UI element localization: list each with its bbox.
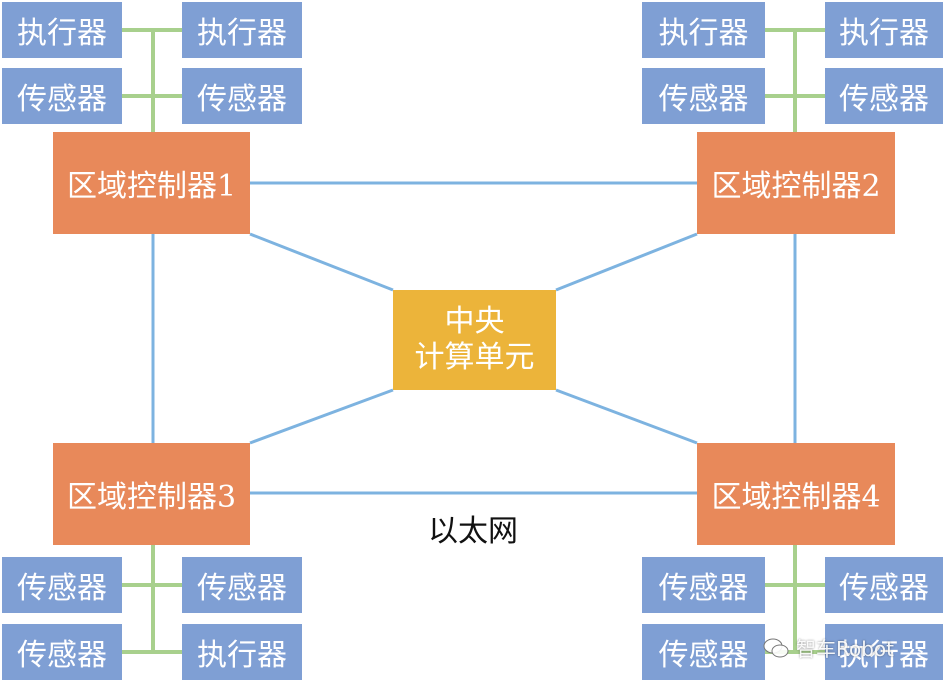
watermark-text: 智车Robot [796, 637, 895, 661]
zone-controller-1: 区域控制器1 [53, 132, 250, 234]
sensor-box: 传感器 [182, 557, 302, 613]
actuator-box: 执行器 [825, 624, 943, 680]
zone-controller-2: 区域控制器2 [697, 132, 895, 234]
actuator-box: 执行器 [2, 2, 122, 58]
actuator-box: 执行器 [182, 2, 302, 58]
sensor-box: 传感器 [825, 68, 943, 124]
eth-z4-central [555, 388, 698, 445]
sensor-box: 传感器 [2, 68, 122, 124]
sensor-box: 传感器 [825, 557, 943, 613]
sensor-box: 传感器 [642, 624, 765, 680]
ethernet-label: 以太网 [428, 514, 518, 549]
sensor-box: 传感器 [2, 624, 122, 680]
eth-z1-central [249, 232, 394, 292]
central-line-1: 中央 [444, 304, 505, 339]
actuator-box: 执行器 [825, 2, 943, 58]
sensor-box: 传感器 [2, 557, 122, 613]
actuator-box: 执行器 [182, 624, 302, 680]
zone-controller-4: 区域控制器4 [697, 443, 895, 545]
wechat-icon [763, 638, 789, 657]
eth-z3-central [249, 388, 394, 445]
eth-z2-central [555, 232, 698, 292]
sensor-box: 传感器 [182, 68, 302, 124]
central-compute-unit: 中央 计算单元 [393, 290, 556, 390]
central-line-2: 计算单元 [414, 340, 535, 375]
watermark: 智车Robot [762, 633, 894, 662]
sensor-box: 传感器 [642, 557, 765, 613]
zone-controller-3: 区域控制器3 [53, 443, 250, 545]
sensor-box: 传感器 [642, 68, 765, 124]
actuator-box: 执行器 [642, 2, 765, 58]
